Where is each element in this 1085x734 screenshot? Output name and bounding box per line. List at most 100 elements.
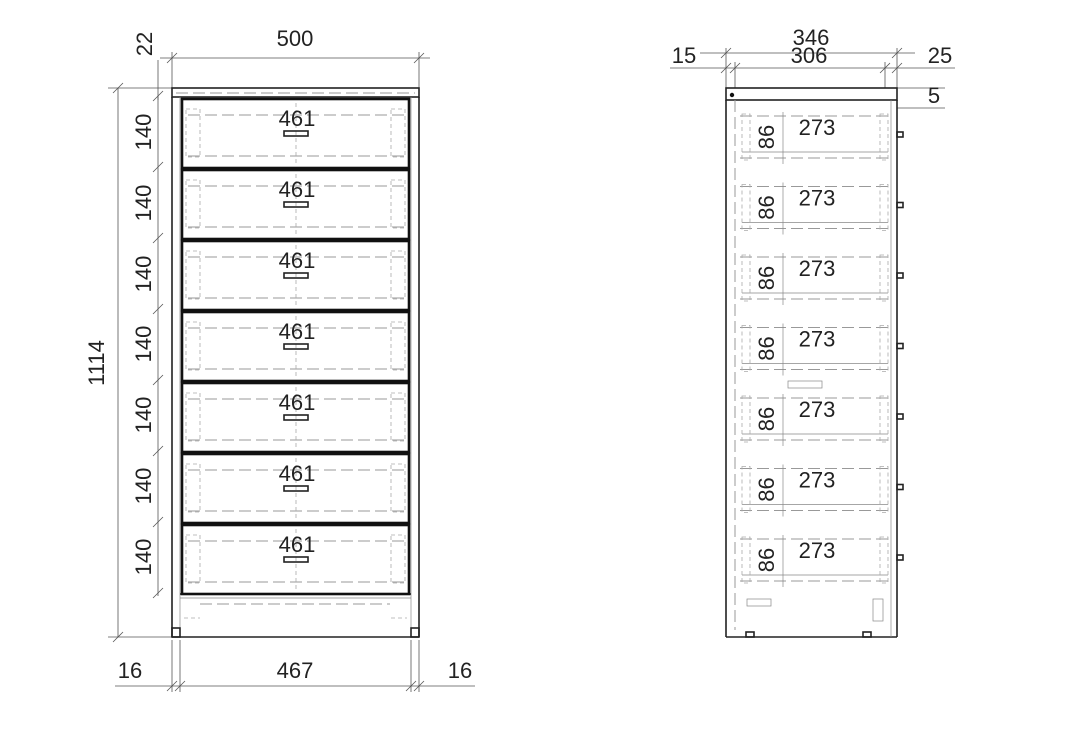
drawer-front: 461: [180, 239, 411, 312]
drawer-height-label: 140: [131, 114, 156, 151]
drawer-box-height-label: 86: [754, 125, 779, 149]
front-panel: [879, 536, 889, 584]
width-label: 500: [277, 26, 314, 51]
drawer-depth-label: 273: [799, 538, 836, 563]
dim-bottom: 16 467 16: [115, 640, 475, 692]
drawer-handle: [283, 272, 309, 279]
drawer-side: 273 86: [740, 535, 904, 587]
top-overhang-label: 5: [928, 83, 940, 108]
drawer-depth-label: 273: [799, 186, 836, 211]
runner-left: [185, 179, 201, 229]
drawer-front: 461: [180, 452, 411, 525]
depth-label: 346: [793, 25, 830, 50]
runner-right: [390, 108, 406, 158]
drawer-depth-label: 273: [799, 468, 836, 493]
drawer-height-label: 140: [131, 397, 156, 434]
runner-right: [390, 321, 406, 371]
dim-side-top: 346 306 15 25: [670, 25, 955, 88]
drawer-height-label: 140: [131, 468, 156, 505]
handle-profile: [896, 342, 904, 350]
runner-left: [185, 534, 201, 584]
back-panel: [741, 254, 751, 302]
drawer-height-label: 140: [131, 539, 156, 576]
drawer-depth-label: 273: [799, 327, 836, 352]
drawer-height-label: 140: [131, 326, 156, 363]
front-panel: [879, 325, 889, 372]
back-panel: [741, 466, 751, 513]
runner-left: [185, 321, 201, 371]
drawer-height-label: 140: [131, 185, 156, 222]
front-panel: [879, 395, 889, 443]
drawer-handle: [283, 485, 309, 492]
inner-depth-label: 306: [791, 43, 828, 68]
drawer-box-height-label: 86: [754, 548, 779, 572]
back-offset-label: 15: [672, 43, 696, 68]
side-carcass: [725, 87, 898, 638]
drawer-front-panel: [180, 168, 411, 241]
runner-left: [185, 108, 201, 158]
dim-overall-height: 1114: [84, 82, 172, 643]
drawer-height-label: 140: [131, 256, 156, 293]
drawer-front: 461: [180, 168, 411, 241]
drawer-side: 273 86: [740, 323, 904, 376]
handle-profile: [896, 554, 904, 561]
front-carcass: [171, 87, 420, 638]
drawer-width-label: 461: [279, 106, 316, 131]
drawer-front-panel: [180, 239, 411, 312]
handle-profile: [896, 483, 904, 491]
handle-profile: [896, 131, 904, 138]
dim-top-thickness: 22: [132, 32, 159, 100]
front-panel: [879, 184, 889, 231]
drawer-width-label: 461: [279, 319, 316, 344]
drawer-width-label: 461: [279, 248, 316, 273]
back-panel: [741, 113, 751, 161]
runner-left: [185, 392, 201, 442]
drawer-box-height-label: 86: [754, 266, 779, 290]
runner-left: [185, 463, 201, 513]
drawer-box-height-label: 86: [754, 336, 779, 360]
drawer-width-label: 461: [279, 390, 316, 415]
dim-overall-width: 500: [160, 26, 430, 88]
front-panel: [879, 466, 889, 513]
side-left-label: 16: [118, 658, 142, 683]
drawer-depth-label: 273: [799, 256, 836, 281]
runner-right: [390, 179, 406, 229]
drawer-front: 461: [180, 523, 411, 596]
front-panel: [879, 113, 889, 161]
side-view: 346 306 15 25 5 273 86 273 86 273 86: [670, 25, 955, 638]
drawer-front-panel: [180, 452, 411, 525]
drawer-handle: [283, 414, 309, 421]
drawer-front: 461: [180, 97, 411, 170]
dim-top-overhang: 5: [897, 83, 945, 109]
runner-right: [390, 534, 406, 584]
drawer-side: 273 86: [740, 253, 904, 305]
back-panel: [741, 325, 751, 372]
side-right-label: 16: [448, 658, 472, 683]
back-panel: [741, 395, 751, 443]
drawer-box-height-label: 86: [754, 477, 779, 501]
runner-right: [390, 250, 406, 300]
top-thickness-label: 22: [132, 32, 157, 56]
drawer-width-label: 461: [279, 177, 316, 202]
handle-profile: [896, 201, 904, 209]
drawer-handle: [283, 201, 309, 208]
drawer-front-panel: [180, 97, 411, 170]
runner-left: [185, 250, 201, 300]
drawer-front-panel: [180, 523, 411, 596]
drawer-side: 273 86: [740, 464, 904, 517]
front-view: 500 22 1114 140 140: [84, 26, 475, 692]
front-overhang-label: 25: [928, 43, 952, 68]
drawer-handle: [283, 343, 309, 350]
drawer-depth-label: 273: [799, 397, 836, 422]
drawer-front-panel: [180, 310, 411, 383]
height-label: 1114: [84, 340, 109, 386]
drawer-front: 461: [180, 310, 411, 383]
back-panel: [741, 536, 751, 584]
runner-right: [390, 392, 406, 442]
